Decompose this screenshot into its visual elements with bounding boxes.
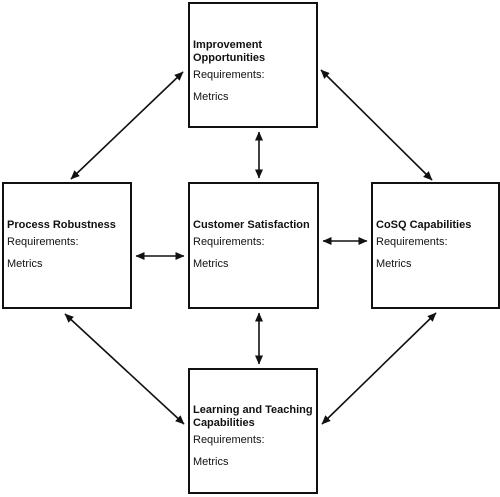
- box-cosq-capabilities: CoSQ Capabilities Requirements: Metrics: [371, 182, 500, 309]
- box-requirements: Requirements:: [193, 69, 265, 81]
- box-requirements: Requirements:: [193, 434, 265, 446]
- arrow-right-bottom: [321, 312, 437, 425]
- box-improvement-opportunities: Improvement Opportunities Requirements: …: [188, 2, 318, 128]
- box-title: Improvement Opportunities: [193, 39, 266, 64]
- box-metrics: Metrics: [376, 258, 412, 270]
- box-metrics: Metrics: [193, 91, 229, 103]
- box-metrics: Metrics: [193, 258, 229, 270]
- box-requirements: Requirements:: [7, 236, 79, 248]
- arrow-top-right: [320, 69, 433, 181]
- box-customer-satisfaction: Customer Satisfaction Requirements: Metr…: [188, 182, 319, 309]
- box-learning-teaching-capabilities: Learning and Teaching Capabilities Requi…: [188, 368, 318, 494]
- box-title: CoSQ Capabilities: [376, 219, 472, 231]
- arrow-top-left: [70, 71, 184, 180]
- box-title: Process Robustness: [7, 219, 116, 231]
- box-title: Learning and Teaching Capabilities: [193, 404, 313, 429]
- box-requirements: Requirements:: [193, 236, 265, 248]
- box-title: Customer Satisfaction: [193, 219, 310, 231]
- arrow-left-bottom: [64, 313, 185, 425]
- box-requirements: Requirements:: [376, 236, 448, 248]
- box-process-robustness: Process Robustness Requirements: Metrics: [2, 182, 132, 309]
- box-metrics: Metrics: [193, 456, 229, 468]
- box-metrics: Metrics: [7, 258, 43, 270]
